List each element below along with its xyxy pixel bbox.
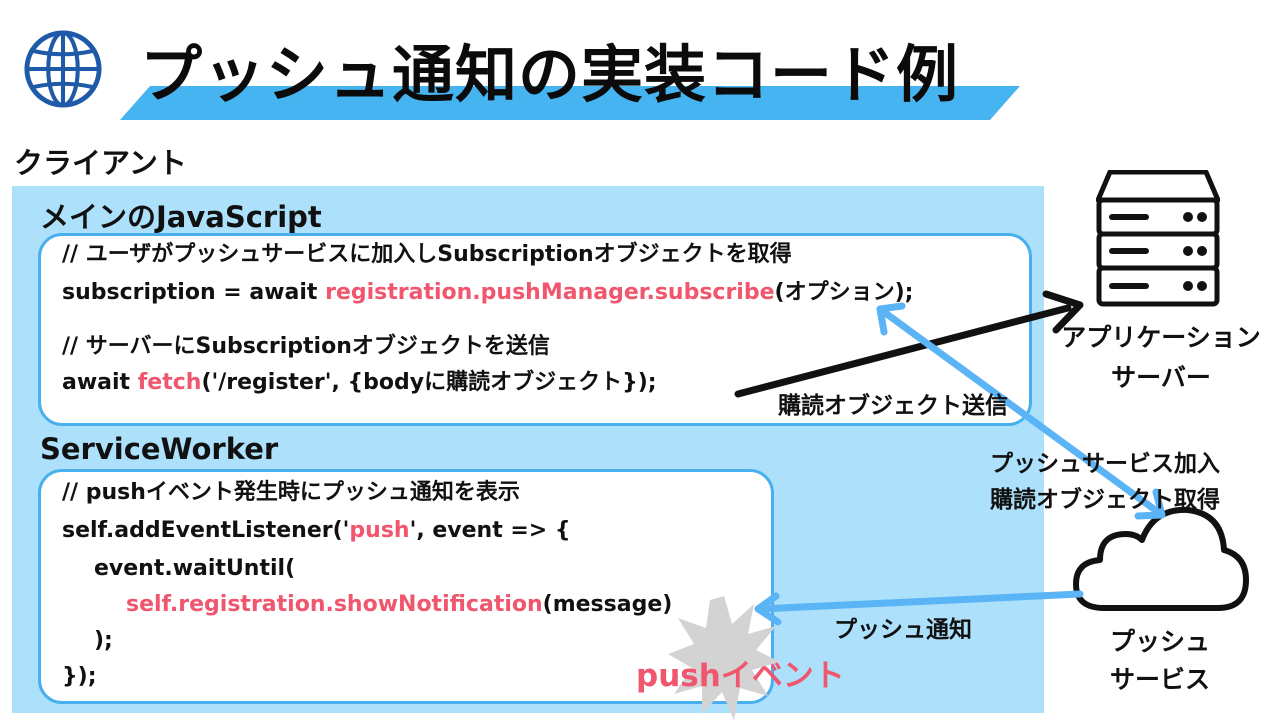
push-join-label: プッシュサービス加入: [990, 451, 1220, 477]
code-line: event.waitUntil(: [94, 556, 296, 581]
app-server-label: サーバー: [1111, 363, 1211, 392]
client-label: クライアント: [14, 146, 187, 180]
code-line: // サーバーにSubscriptionオブジェクトを送信: [62, 334, 550, 359]
send-subscription-label: 購読オブジェクト送信: [778, 393, 1008, 419]
code-highlight: push: [349, 518, 410, 543]
service-worker-label: ServiceWorker: [40, 432, 279, 466]
push-notify-label: プッシュ通知: [834, 617, 972, 643]
code-line: });: [62, 664, 97, 689]
code-line: self.addEventListener('push', event => {: [62, 518, 571, 543]
push-service-label: プッシュ: [1109, 627, 1210, 656]
code-line: // pushイベント発生時にプッシュ通知を表示: [62, 480, 520, 505]
globe-icon: [24, 30, 102, 108]
push-event-starburst: [668, 596, 780, 720]
server-icon: [1096, 170, 1220, 307]
code-line: subscription = await registration.pushMa…: [62, 280, 914, 305]
code-line: // ユーザがプッシュサービスに加入しSubscriptionオブジェクトを取得: [62, 242, 792, 267]
service-worker-code-box: [38, 469, 774, 704]
cloud-icon: [1073, 506, 1249, 611]
push-service-label: サービス: [1109, 665, 1210, 694]
code-line: );: [94, 628, 113, 653]
code-highlight: self.registration.showNotification: [126, 592, 543, 617]
code-highlight: fetch: [137, 370, 202, 395]
app-server-label: アプリケーション: [1061, 323, 1261, 352]
code-highlight: registration.pushManager.subscribe: [325, 280, 775, 305]
page-title: プッシュ通知の実装コード例: [140, 38, 960, 111]
code-line: await fetch('/register', {bodyに購読オブジェクト}…: [62, 370, 657, 395]
push-event-label: pushイベント: [636, 658, 845, 694]
push-join-label: 購読オブジェクト取得: [990, 487, 1220, 513]
main-js-label: メインのJavaScript: [40, 200, 322, 234]
title-band: [120, 86, 1020, 120]
code-line: self.registration.showNotification(messa…: [126, 592, 673, 617]
